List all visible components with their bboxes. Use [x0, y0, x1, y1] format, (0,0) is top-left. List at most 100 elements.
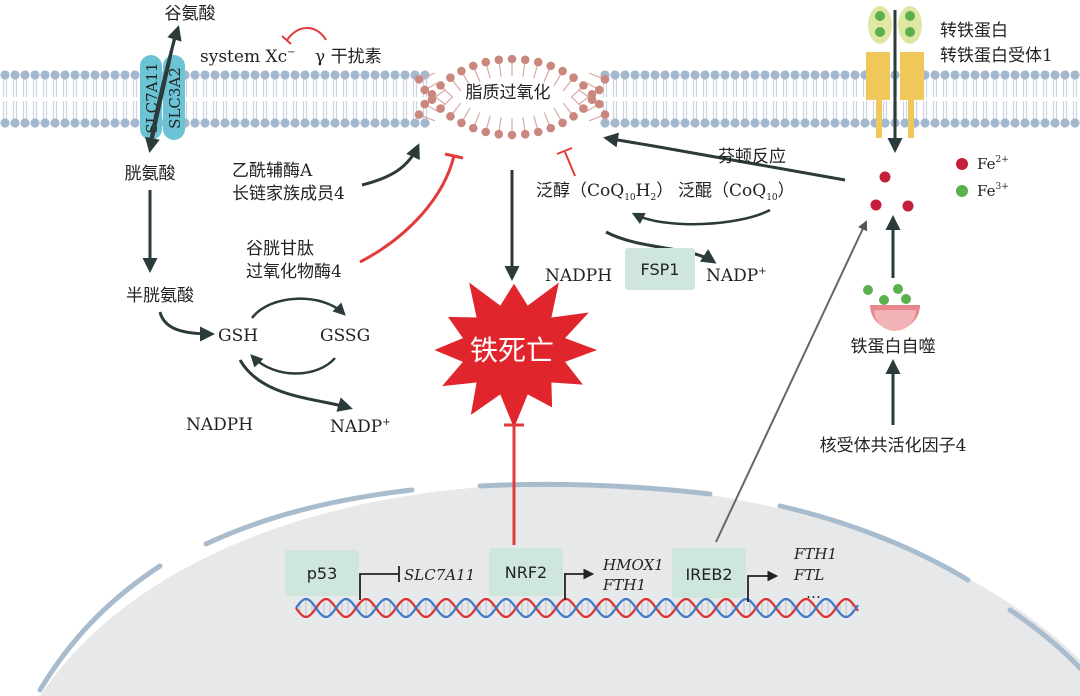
- lipid-tail: [421, 72, 436, 79]
- lipid-head: [533, 127, 543, 137]
- fe3-bound-4: [905, 27, 915, 37]
- fe2-ion-1: [879, 171, 891, 183]
- lipid-tail: [485, 64, 491, 79]
- fe3-ferritin-2: [879, 295, 889, 305]
- ifn-inhibit-bar: [281, 35, 292, 45]
- lipid-tail: [473, 68, 481, 82]
- fsp1-nadp-label: NADP+: [706, 266, 767, 286]
- lipid-tail: [485, 115, 491, 130]
- gpx4-label-line1: 谷胱甘肽: [246, 239, 314, 259]
- lipid-tail: [421, 115, 436, 122]
- fsp1-nadph-arrow: [605, 230, 717, 264]
- lipid-tail: [433, 95, 446, 105]
- lipid-head: [446, 112, 455, 121]
- lipid-head: [558, 118, 567, 128]
- dna-helix: [295, 597, 859, 619]
- lipid-head: [427, 95, 437, 105]
- receptor-left: [866, 52, 890, 138]
- lipid-tail: [522, 62, 526, 77]
- nrf2-activate-arrow: [564, 568, 595, 600]
- lipid-head: [436, 104, 445, 113]
- lipid-tail: [533, 64, 539, 79]
- lipid-tail: [451, 79, 462, 92]
- lipid-head: [420, 99, 430, 109]
- fe3-legend-dot: [956, 185, 968, 197]
- ferroptosis-label: 铁死亡: [470, 334, 554, 367]
- cystine-label: 胱氨酸: [125, 164, 176, 184]
- p53-label: p53: [307, 564, 338, 583]
- cysteine-to-gsh-arrow: [158, 311, 215, 342]
- lipid-head: [579, 81, 588, 90]
- gsh-nadp-label: NADP+: [330, 417, 391, 437]
- lipid-tail: [433, 89, 446, 99]
- coq-inhibit-bar: [556, 147, 573, 155]
- lipid-tail: [553, 107, 562, 121]
- lipid-head: [520, 129, 530, 139]
- ncoa4-label: 核受体共活化因子4: [820, 436, 967, 456]
- lipid-head: [494, 129, 504, 139]
- ireb2-label: IREB2: [685, 565, 732, 584]
- transferrin-label: 转铁蛋白: [940, 21, 1008, 41]
- gssg-to-gsh-arrow: [250, 354, 336, 375]
- glutamate-label: 谷氨酸: [165, 4, 216, 24]
- gsh-label: GSH: [218, 326, 258, 346]
- gene-ellipsis: …: [806, 584, 821, 602]
- lipid-peroxidation-label: 脂质过氧化: [466, 83, 551, 103]
- fenton-label: 芬顿反应: [718, 147, 786, 167]
- fe3-bound-1: [875, 11, 885, 21]
- lipid-tail: [588, 72, 603, 79]
- lipid-head: [414, 75, 424, 84]
- acsl4-label-line1: 乙酰辅酶A: [232, 161, 313, 181]
- fenton-arrow: [603, 132, 846, 182]
- ubiquinone-to-ubiquinol-arrow: [631, 208, 771, 226]
- lipid-head: [569, 73, 578, 82]
- lipid-tail: [451, 102, 462, 115]
- nrf2-box: [489, 548, 563, 596]
- receptor-right: [900, 52, 924, 138]
- lysosome: [863, 284, 920, 331]
- lipid-tail: [562, 79, 573, 92]
- lipid-head: [457, 66, 466, 76]
- cell-membrane: [0, 70, 1080, 128]
- cystine-import-arrow: [144, 29, 178, 153]
- dna-strand-blue: [295, 597, 859, 619]
- transferrin-receptor-complex: [866, 6, 924, 153]
- lipid-head: [558, 66, 567, 76]
- ifn-inhibit-arc: [286, 27, 327, 41]
- transferrin-receptor-label: 转铁蛋白受体1: [940, 46, 1053, 66]
- lipid-tail: [533, 115, 539, 130]
- lipid-head: [600, 110, 610, 119]
- fsp1-box: [625, 248, 695, 290]
- nrf2-label: NRF2: [505, 563, 547, 582]
- lipid-head: [468, 123, 478, 133]
- ifn-gamma-label: γ 干扰素: [315, 47, 382, 67]
- lysosome-inner: [874, 310, 916, 331]
- fe3-legend-label: Fe3+: [977, 182, 1009, 200]
- slc7a11-gene-label: SLC7A11: [404, 566, 475, 584]
- fe2-legend-label: Fe2+: [977, 155, 1009, 173]
- fsp1-nadph-label: NADPH: [545, 266, 612, 286]
- lipid-head: [420, 85, 430, 95]
- lipid-tail: [588, 115, 603, 122]
- lipid-head: [546, 61, 556, 71]
- lipid-tail: [584, 81, 597, 89]
- fe3-ferritin-3: [893, 284, 903, 294]
- fe2-ion-2: [870, 199, 882, 211]
- lipid-head: [457, 118, 466, 128]
- nadph-cycle-arrow: [238, 359, 353, 412]
- lipid-head: [494, 55, 504, 65]
- ftl-gene-label: FTL: [793, 566, 824, 584]
- ferritinophagy-label: 铁蛋白自噬: [851, 337, 936, 357]
- fe3-ferritin-4: [901, 294, 911, 304]
- acsl4-promote-arrow: [361, 143, 420, 187]
- ferroptosis-burst: [434, 282, 597, 428]
- lipid-head: [481, 127, 491, 137]
- fth1-gene-label-b: FTH1: [793, 545, 837, 563]
- lipid-peroxidation-vesicle: [414, 54, 610, 140]
- lipid-head: [594, 85, 604, 95]
- gpx4-inhibit-line: [359, 155, 456, 264]
- ubiquinol-label: 泛醇（CoQ10H2）: [536, 181, 673, 203]
- lipid-tail: [462, 107, 471, 121]
